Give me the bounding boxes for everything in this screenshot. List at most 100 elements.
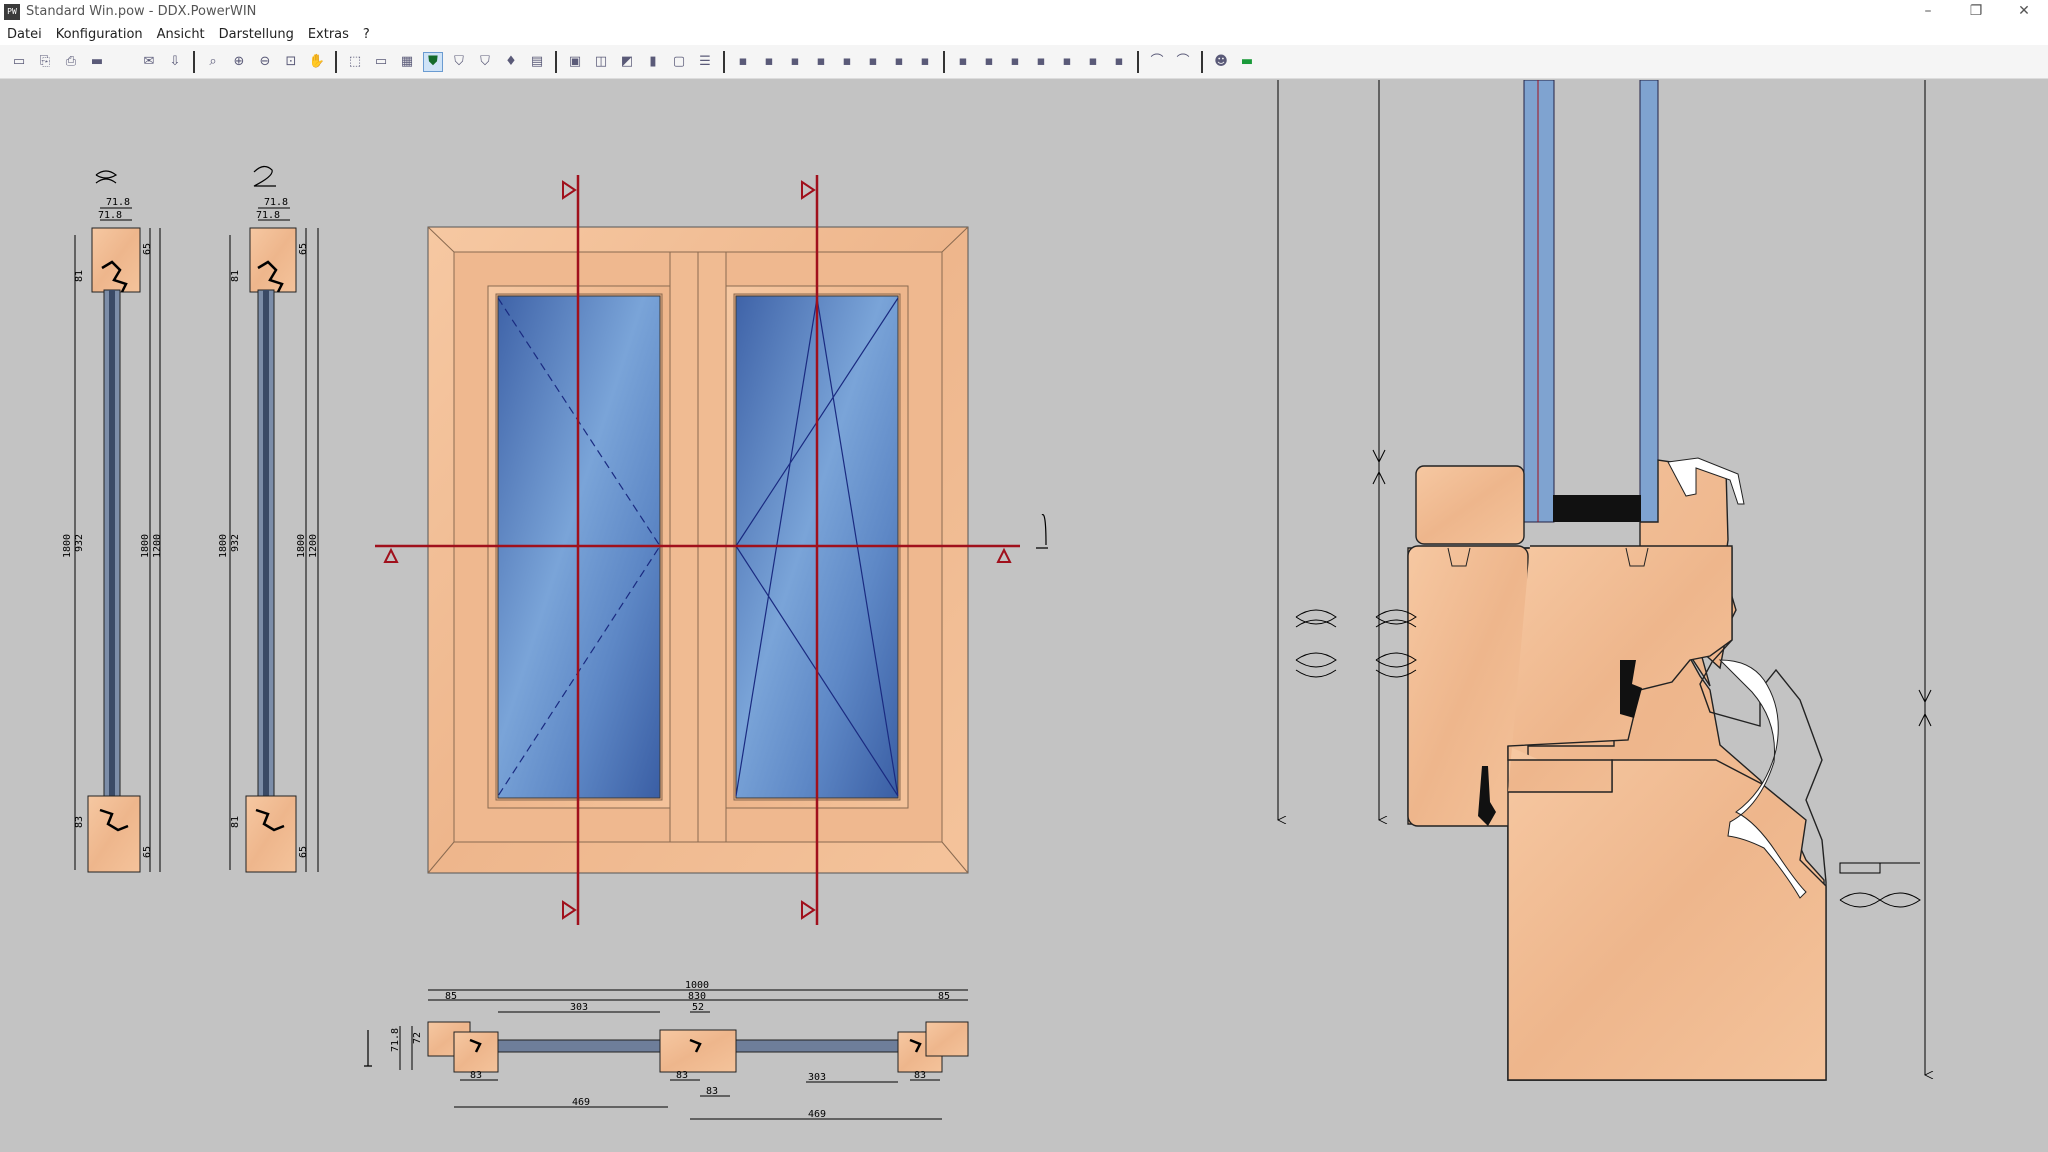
section-3-top-profile xyxy=(91,227,141,293)
dim-1800-c: 1800 xyxy=(218,534,229,558)
toolbar-separator xyxy=(555,50,557,73)
profile-7-icon[interactable]: ▪ xyxy=(894,53,904,69)
dim-71-8-small-b: 71.8 xyxy=(256,210,280,221)
open-icon[interactable]: ⎘ xyxy=(39,53,51,69)
restore-button[interactable]: ❐ xyxy=(1969,3,1983,19)
section-3-bottom-profile xyxy=(87,795,141,873)
zoom-out-icon[interactable]: ⊖ xyxy=(259,53,271,69)
profile-6-icon[interactable]: ▪ xyxy=(868,53,878,69)
section-1-digit xyxy=(1036,513,1048,549)
shield-front-icon[interactable]: ⛉ xyxy=(454,53,464,69)
menu-konfiguration[interactable]: Konfiguration xyxy=(55,26,143,42)
corner-4-icon[interactable]: ▪ xyxy=(1036,53,1046,69)
mail-icon[interactable]: ✉ xyxy=(143,53,155,69)
arch-2-icon[interactable]: ⌒ xyxy=(1176,53,1190,69)
dim-83-c: 83 xyxy=(676,1070,688,1081)
dim-1800-a: 1800 xyxy=(62,534,73,558)
zoom-tool-icon[interactable]: ⌕ xyxy=(209,53,217,69)
toolbar: ▭ ⎘ ⎙ ▬ ✉ ⇩ ⌕ ⊕ ⊖ ⊡ ✋ ⬚ ▭ ▦ ⛊ ⛉ ⛉ ♦ ▤ ▣ ◫ ◩ ▮ ▢ ☰ ▪ ▪ ▪ ▪ ▪ ▪ ▪ ▪ ▪ ▪ ▪ ▪ ▪ ▪ ▪… xyxy=(0,45,2048,79)
window-title: Standard Win.pow - DDX.PowerWIN xyxy=(26,4,257,19)
dim-1200-a: 1200 xyxy=(152,534,163,558)
sash-icon[interactable]: ◫ xyxy=(594,53,608,69)
section-1-label: 1 xyxy=(1044,539,1045,541)
menu-bar: Datei Konfiguration Ansicht Darstellung … xyxy=(0,23,2048,45)
dim-65-d: 65 xyxy=(298,846,309,858)
print-preview-icon[interactable]: ⎙ xyxy=(65,53,77,69)
corner-3-icon[interactable]: ▪ xyxy=(1010,53,1020,69)
shield-view-icon[interactable]: ⛊ xyxy=(423,51,443,72)
toolbar-separator xyxy=(1201,50,1203,73)
dim-65-a: 65 xyxy=(142,243,153,255)
dim-85-a: 85 xyxy=(445,991,457,1002)
dim-932-b: 932 xyxy=(230,534,241,552)
menu-datei[interactable]: Datei xyxy=(7,26,42,42)
left-sash-opening-indicator xyxy=(497,297,661,797)
bar-icon[interactable]: ▮ xyxy=(649,53,657,69)
dim-81-b: 81 xyxy=(230,270,241,282)
window-icon[interactable]: ▣ xyxy=(568,53,582,69)
zoom-fit-icon[interactable]: ⊡ xyxy=(285,53,297,69)
dim-303-b: 303 xyxy=(808,1072,826,1083)
horizontal-section-view: 1000 830 85 85 303 52 83 83 83 303 83 46… xyxy=(364,980,969,1120)
close-button[interactable]: ✕ xyxy=(2018,3,2030,19)
corner-7-icon[interactable]: ▪ xyxy=(1114,53,1124,69)
dim-1200-b: 1200 xyxy=(308,534,319,558)
corner-2-icon[interactable]: ▪ xyxy=(984,53,994,69)
toolbar-separator xyxy=(193,50,195,73)
measure-icon[interactable]: ▭ xyxy=(374,53,388,69)
corner-6-icon[interactable]: ▪ xyxy=(1088,53,1098,69)
profile-5-icon[interactable]: ▪ xyxy=(842,53,852,69)
toolbar-spacer xyxy=(114,53,132,71)
menu-help[interactable]: ? xyxy=(362,26,370,42)
user-icon[interactable]: ☻ xyxy=(1214,53,1228,69)
minimize-button[interactable]: – xyxy=(1924,3,1932,19)
dim-72: 72 xyxy=(412,1032,423,1044)
section-2-top-profile xyxy=(249,227,297,293)
save-icon[interactable]: ▬ xyxy=(90,53,104,69)
dim-1800-b: 1800 xyxy=(140,534,151,558)
menu-ansicht[interactable]: Ansicht xyxy=(156,26,205,42)
profile-3-icon[interactable]: ▪ xyxy=(790,53,800,69)
dim-71-8-top-b: 71.8 xyxy=(264,197,288,208)
glass-icon[interactable]: ◩ xyxy=(620,53,634,69)
frame-icon[interactable]: ▢ xyxy=(672,53,686,69)
drawing-canvas[interactable]: 3 71.8 71.8 65 81 83 65 1800 932 1800 12… xyxy=(0,80,2048,1152)
corner-5-icon[interactable]: ▪ xyxy=(1062,53,1072,69)
select-icon[interactable]: ⬚ xyxy=(348,53,362,69)
window-controls: – ❐ ✕ xyxy=(1904,0,2048,23)
profile-2-icon[interactable]: ▪ xyxy=(764,53,774,69)
section-2-view: 2 71.8 71.8 65 81 81 65 1800 932 1800 12… xyxy=(218,165,319,873)
profile-8-icon[interactable]: ▪ xyxy=(920,53,930,69)
profile-detail-view[interactable]: 88 58 xyxy=(1278,80,1931,1081)
dim-71-8-small-a: 71.8 xyxy=(98,210,122,221)
window-front-view[interactable]: 1 xyxy=(375,175,1048,925)
list-icon[interactable]: ☰ xyxy=(699,53,711,69)
message-icon[interactable]: ▬ xyxy=(1240,53,1254,69)
new-icon[interactable]: ▭ xyxy=(12,53,26,69)
table-icon[interactable]: ▦ xyxy=(400,53,414,69)
toolbar-separator xyxy=(1137,50,1139,73)
download-icon[interactable]: ⇩ xyxy=(169,53,181,69)
zoom-in-icon[interactable]: ⊕ xyxy=(233,53,245,69)
dim-81-c: 81 xyxy=(230,816,241,828)
dim-83-a: 83 xyxy=(74,816,85,828)
dim-83-e: 83 xyxy=(914,1070,926,1081)
dim-65-b: 65 xyxy=(142,846,153,858)
menu-darstellung[interactable]: Darstellung xyxy=(218,26,294,42)
menu-extras[interactable]: Extras xyxy=(307,26,349,42)
dim-65-c: 65 xyxy=(298,243,309,255)
profile-1-icon[interactable]: ▪ xyxy=(738,53,748,69)
drop-icon[interactable]: ♦ xyxy=(505,53,517,69)
corner-1-icon[interactable]: ▪ xyxy=(958,53,968,69)
dim-1000: 1000 xyxy=(685,980,709,991)
arch-1-icon[interactable]: ⌒ xyxy=(1150,53,1164,69)
dim-303-a: 303 xyxy=(570,1002,588,1013)
shield-side-icon[interactable]: ⛉ xyxy=(480,53,490,69)
toolbar-separator xyxy=(335,50,337,73)
dim-469-a: 469 xyxy=(572,1097,590,1108)
hand-pan-icon[interactable]: ✋ xyxy=(308,53,326,69)
app-icon: PW xyxy=(4,3,20,20)
dim-469-b: 469 xyxy=(808,1109,826,1120)
profile-4-icon[interactable]: ▪ xyxy=(816,53,826,69)
grid-icon[interactable]: ▤ xyxy=(530,53,544,69)
